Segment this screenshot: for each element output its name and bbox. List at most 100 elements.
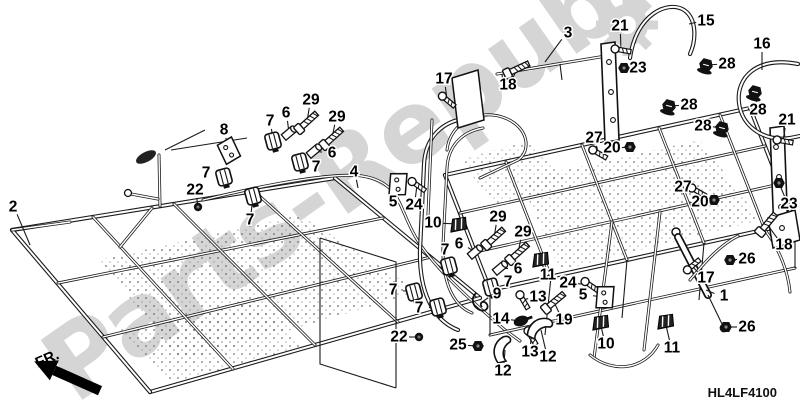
corner-bracket bbox=[767, 209, 800, 249]
callout-29: 29 bbox=[503, 222, 533, 267]
callout-11: 11 bbox=[529, 250, 558, 285]
callout-20: 20 bbox=[602, 138, 636, 158]
screwb-icon bbox=[744, 83, 765, 104]
leader-line bbox=[355, 179, 359, 189]
tube-inner bbox=[689, 235, 739, 281]
part-number-label: 14 bbox=[492, 311, 510, 328]
bracket-icon bbox=[593, 283, 617, 312]
part-number-label: 7 bbox=[202, 165, 211, 182]
callout-24: 24 bbox=[558, 273, 602, 295]
part-number-label: 22 bbox=[186, 182, 203, 199]
part-number-label: 6 bbox=[455, 236, 464, 253]
callout-10: 10 bbox=[423, 213, 470, 234]
front-panel-tubes bbox=[588, 210, 740, 369]
callout-21: 21 bbox=[609, 16, 633, 57]
part-number-label: 17 bbox=[435, 71, 452, 88]
part-number-label: 11 bbox=[540, 267, 557, 284]
bracket-icon bbox=[215, 135, 243, 166]
callout-29: 29 bbox=[292, 90, 321, 136]
part-number-label: 6 bbox=[328, 145, 337, 162]
fr-arrow-icon bbox=[34, 360, 103, 396]
part-number-label: 20 bbox=[603, 140, 620, 157]
channel-post-left bbox=[600, 41, 620, 143]
callout-25: 25 bbox=[448, 335, 484, 355]
part-number-label: 18 bbox=[499, 77, 517, 94]
callout-17: 17 bbox=[434, 69, 458, 111]
part-number-label: 29 bbox=[328, 109, 346, 126]
tube-inner bbox=[444, 174, 491, 291]
tube-inner bbox=[119, 207, 153, 248]
nutb-icon bbox=[472, 341, 484, 351]
tube-inner bbox=[719, 114, 766, 231]
grip-pad bbox=[136, 150, 156, 164]
callout-5: 5 bbox=[386, 170, 410, 212]
part-number-label: 20 bbox=[691, 194, 708, 211]
part-number-label: 27 bbox=[585, 130, 602, 147]
tube-inner bbox=[158, 154, 161, 207]
part-number-label: 16 bbox=[753, 36, 771, 53]
part-number-label: 21 bbox=[778, 112, 796, 129]
callout-23: 23 bbox=[618, 58, 648, 78]
part-number-label: 18 bbox=[775, 237, 793, 254]
callout-24: 24 bbox=[404, 175, 429, 215]
tube-inner bbox=[474, 183, 781, 253]
part-number-label: 11 bbox=[664, 340, 681, 357]
tube-inner bbox=[658, 127, 705, 244]
callout-7: 7 bbox=[243, 185, 264, 230]
callout-9: 9 bbox=[471, 284, 503, 312]
nutb-icon bbox=[724, 255, 736, 265]
tube-inner bbox=[334, 177, 481, 299]
collar-icon bbox=[466, 243, 485, 260]
part-number-label: 28 bbox=[680, 97, 698, 114]
callout-28: 28 bbox=[695, 54, 737, 77]
grommet-icon bbox=[414, 332, 424, 342]
tube-inner bbox=[643, 211, 661, 351]
tube-inner bbox=[764, 229, 791, 293]
part-number-label: 23 bbox=[629, 60, 647, 77]
callout-16: 16 bbox=[752, 34, 772, 70]
callout-5: 5 bbox=[577, 283, 617, 312]
lever-icon bbox=[493, 335, 512, 364]
cushion-icon bbox=[654, 312, 677, 331]
callout-6: 6 bbox=[280, 103, 299, 141]
part-number-label: 27 bbox=[674, 179, 691, 196]
callout-7: 7 bbox=[439, 240, 460, 280]
tube-inner bbox=[130, 193, 159, 200]
tube-inner bbox=[442, 127, 484, 314]
part-number-label: 1 bbox=[720, 288, 729, 305]
part-number-label: 7 bbox=[415, 300, 424, 317]
part-number-label: 10 bbox=[424, 215, 441, 232]
part-number-label: 24 bbox=[559, 275, 577, 292]
part-number-label: 28 bbox=[718, 56, 736, 73]
tube-inner bbox=[11, 221, 71, 231]
part-number-label: 5 bbox=[579, 287, 588, 304]
leader-line bbox=[688, 21, 697, 25]
tube-inner bbox=[444, 107, 751, 176]
callout-15: 15 bbox=[688, 11, 716, 31]
callout-12: 12 bbox=[523, 311, 558, 367]
callout-19: 19 bbox=[539, 289, 574, 330]
callout-27: 27 bbox=[584, 128, 610, 163]
tube-inner bbox=[427, 119, 433, 216]
part-number-label: 5 bbox=[389, 194, 398, 211]
part-number-label: 6 bbox=[282, 105, 291, 122]
part-number-label: 7 bbox=[312, 159, 321, 176]
part-number-label: 25 bbox=[449, 337, 467, 354]
handle-15 bbox=[627, 4, 697, 61]
part-number-label: 12 bbox=[494, 363, 511, 380]
callout-7: 7 bbox=[387, 280, 425, 306]
part-number-label: 22 bbox=[390, 329, 407, 346]
part-number-label: 15 bbox=[697, 13, 715, 30]
callout-17: 17 bbox=[681, 255, 716, 288]
callout-6: 6 bbox=[453, 234, 485, 260]
clamp-icon bbox=[428, 296, 449, 321]
callout-7: 7 bbox=[263, 111, 284, 155]
screwb-icon bbox=[695, 56, 716, 77]
left-panel-frame bbox=[9, 175, 483, 395]
part-number-label: 23 bbox=[780, 196, 798, 213]
part-number-label: 28 bbox=[749, 102, 767, 119]
leader-line bbox=[540, 329, 547, 350]
